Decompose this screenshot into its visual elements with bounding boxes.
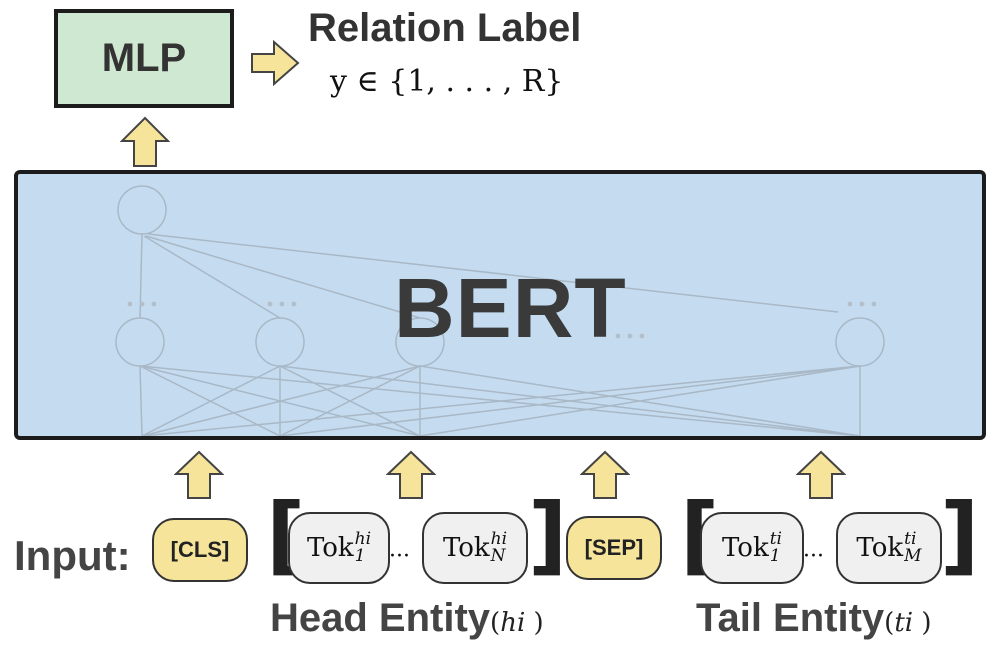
tail-token-first-sup: ti	[769, 529, 782, 549]
arrow-up-icon	[580, 450, 630, 499]
arrow-up-icon	[796, 450, 846, 499]
tail-token-last-sup: ti	[904, 529, 917, 549]
sep-token-label: [SEP]	[584, 535, 644, 560]
tail-token-last-sub: M	[904, 546, 922, 566]
mlp-label: MLP	[101, 36, 187, 80]
cls-token: [CLS]	[152, 518, 248, 582]
tail-right-bracket: ]	[940, 485, 980, 585]
bert-label: BERT	[394, 261, 627, 355]
head-entity-text: Head Entity	[270, 596, 491, 640]
cls-token-label: [CLS]	[170, 537, 230, 562]
head-token-last-base: Tok	[442, 533, 490, 563]
tail-token-first-sub: 1	[769, 546, 781, 566]
tail-entity-var: ti	[894, 608, 914, 638]
head-token-first-sup: hi	[354, 529, 372, 549]
head-token-last-sup: hi	[490, 529, 508, 549]
bert-block: BERT	[14, 170, 986, 440]
head-token-last-sub: N	[490, 546, 506, 566]
head-entity-label: Head Entity(hi )	[270, 596, 544, 640]
relation-label-formula: y ∈ {1, . . . , R}	[330, 64, 564, 99]
relation-label-title: Relation Label	[308, 6, 582, 50]
head-token-first-base: Tok	[306, 533, 354, 563]
tail-token-last-base: Tok	[856, 533, 904, 563]
sep-token: [SEP]	[566, 516, 662, 580]
arrow-up-icon	[386, 450, 436, 499]
head-token-first-sub: 1	[354, 546, 366, 566]
tail-token-first-base: Tok	[721, 533, 769, 563]
tail-entity-label: Tail Entity(ti )	[696, 596, 932, 640]
mlp-box: MLP	[54, 9, 234, 108]
input-label: Input:	[14, 532, 131, 579]
head-entity-var: hi	[500, 608, 526, 638]
tail-entity-text: Tail Entity	[696, 596, 885, 640]
head-right-bracket: ]	[528, 485, 568, 585]
bert-network-graphic	[115, 185, 885, 436]
arrow-up-icon	[174, 450, 224, 499]
tail-token-ellipsis: ···	[803, 544, 824, 569]
head-token-ellipsis: ···	[389, 544, 410, 569]
arrow-right-icon	[251, 40, 300, 86]
arrow-up-icon	[120, 116, 170, 167]
